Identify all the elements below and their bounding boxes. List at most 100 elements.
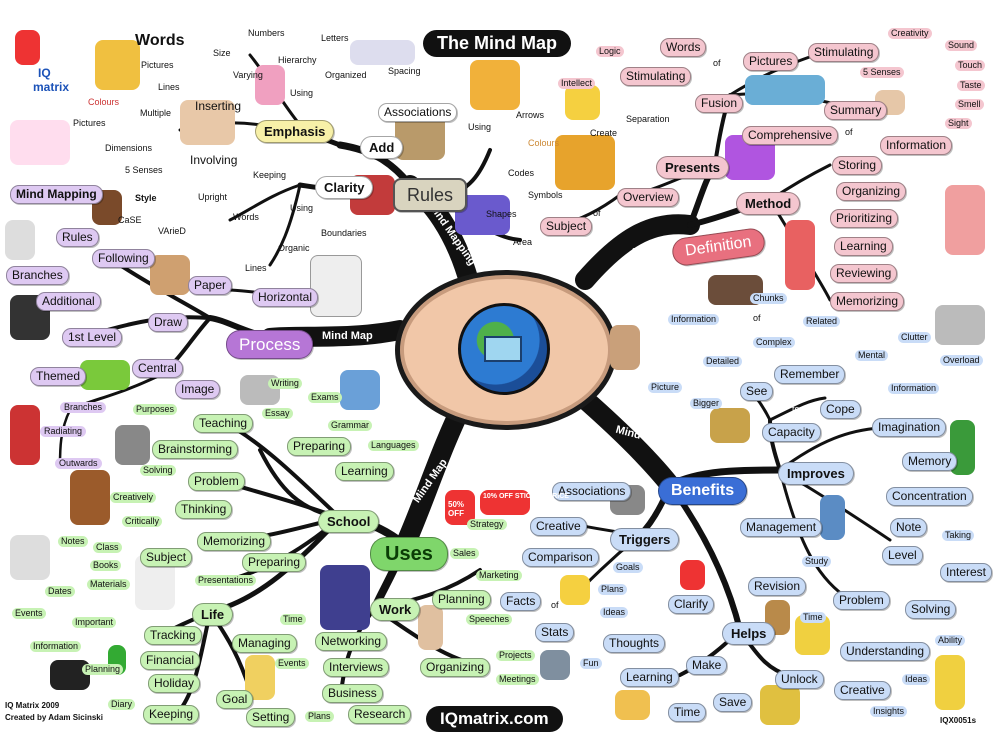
node-chunks: Chunks (750, 293, 787, 304)
node-following: Following (92, 249, 155, 268)
node-separation: Separation (626, 114, 670, 124)
node-memorizing-definition: Memorizing (830, 292, 905, 311)
node-preparing-school: Preparing (287, 437, 352, 456)
node-area: Area (513, 237, 533, 247)
node-complex: Complex (753, 337, 795, 348)
caterpillar-icon (80, 360, 130, 390)
node-using-rules: Using (468, 122, 492, 132)
eye-insert-icon (180, 100, 235, 145)
node-planning-work: Planning (432, 590, 491, 609)
node-mind-mapping: Mind Mapping (10, 185, 103, 204)
node-benefits: Benefits (658, 477, 748, 505)
node-level: Level (882, 546, 923, 565)
node-writing: Writing (268, 378, 302, 389)
node-fifty-off-text: 50% OFF (448, 500, 465, 518)
node-for-work: for (401, 577, 412, 587)
node-to: to (792, 404, 800, 414)
node-speeches: Speeches (466, 614, 513, 625)
thinker-icon (945, 185, 985, 255)
node-themed: Themed (30, 367, 87, 386)
node-keeping-clarity: Keeping (253, 170, 287, 180)
node-with: with (203, 222, 220, 232)
node-learning-definition: Learning (834, 237, 893, 256)
node-bigger: Bigger (690, 398, 723, 409)
node-notes: Notes (58, 536, 88, 547)
lightbulb-man-icon (935, 655, 965, 710)
node-numbers: Numbers (248, 28, 285, 38)
node-pictures-top: Pictures (141, 60, 174, 70)
node-organizing-work: Organizing (420, 658, 491, 677)
node-colours-rules: Colours (528, 138, 560, 148)
key-icon (760, 685, 800, 725)
node-symbols: Symbols (528, 190, 563, 200)
node-smell: Smell (955, 99, 984, 110)
node-time-benefits: Time (668, 703, 707, 722)
node-information-improves: Information (668, 314, 720, 325)
thinking-man-icon (70, 470, 110, 525)
node-interest: Interest (940, 563, 993, 582)
node-words-definition: Words (660, 38, 707, 57)
node-1st-level: 1st Level (62, 328, 123, 347)
node-unlock: Unlock (775, 670, 824, 689)
node-time-life: Time (280, 614, 306, 625)
node-draw: Draw (148, 313, 189, 332)
node-inserting: Inserting (195, 99, 242, 113)
node-understanding: Understanding (840, 642, 931, 661)
node-goal: Goal (216, 690, 254, 709)
node-creatively: Creatively (110, 492, 157, 503)
student-icon (820, 495, 845, 540)
node-arrows: Arrows (516, 110, 545, 120)
node-creativity: Creativity (888, 28, 932, 39)
node-size: Size (213, 48, 231, 58)
node-summary: Summary (824, 101, 888, 120)
node-prioritizing: Prioritizing (830, 209, 899, 228)
node-exams: Exams (308, 392, 342, 403)
node-brainstorming: Brainstorming (152, 440, 239, 459)
node-organic: Organic (278, 243, 310, 253)
node-events-life2: Events (275, 658, 309, 669)
node-information-improves2: Information (888, 383, 940, 394)
node-for-definition: for (803, 212, 814, 222)
node-create: Create (590, 128, 618, 138)
node-method: Method (736, 192, 801, 215)
kids-drawing-icon (10, 120, 70, 165)
node-involving: Involving (190, 153, 238, 167)
node-rules: Rules (393, 178, 468, 212)
node-codes: Codes (508, 168, 535, 178)
node-taking: Taking (942, 530, 975, 541)
node-memorizing-school: Memorizing (197, 532, 272, 551)
node-varying: Varying (233, 70, 263, 80)
node-taste: Taste (957, 80, 985, 91)
node-save: Save (713, 693, 753, 712)
node-picture-improves: Picture (648, 382, 683, 393)
node-horizontal: Horizontal (252, 288, 319, 307)
node-memory: Memory (902, 452, 958, 471)
node-spacing: Spacing (388, 66, 421, 76)
node-plans-work: Plans (305, 711, 334, 722)
calendar-icon (10, 535, 50, 580)
node-stats: Stats (535, 623, 575, 642)
node-learning-benefits: Learning (620, 668, 679, 687)
node-add: Add (360, 136, 404, 159)
node-thoughts: Thoughts (603, 634, 666, 653)
node-emphasis: Emphasis (255, 120, 335, 143)
node-dimensions: Dimensions (105, 143, 153, 153)
node-helps: Helps (722, 622, 776, 645)
scared-paper-icon (310, 255, 362, 317)
man-icon (785, 220, 815, 290)
node-remember: Remember (774, 365, 846, 384)
node-triggers: Triggers (610, 528, 680, 551)
node-school: School (318, 510, 380, 533)
crayons-icon (95, 40, 140, 90)
node-by: by (121, 278, 131, 288)
node-storing: Storing (832, 156, 883, 175)
node-additional: Additional (36, 292, 101, 311)
node-research: Research (348, 705, 412, 724)
node-words-clarity: Words (233, 212, 259, 222)
central-eye-icon (395, 270, 617, 430)
node-creative-benefits: Creative (530, 517, 587, 536)
node-problem-improves: Problem (833, 591, 890, 610)
computer-icon (935, 305, 985, 345)
node-keeping-life: Keeping (143, 705, 200, 724)
